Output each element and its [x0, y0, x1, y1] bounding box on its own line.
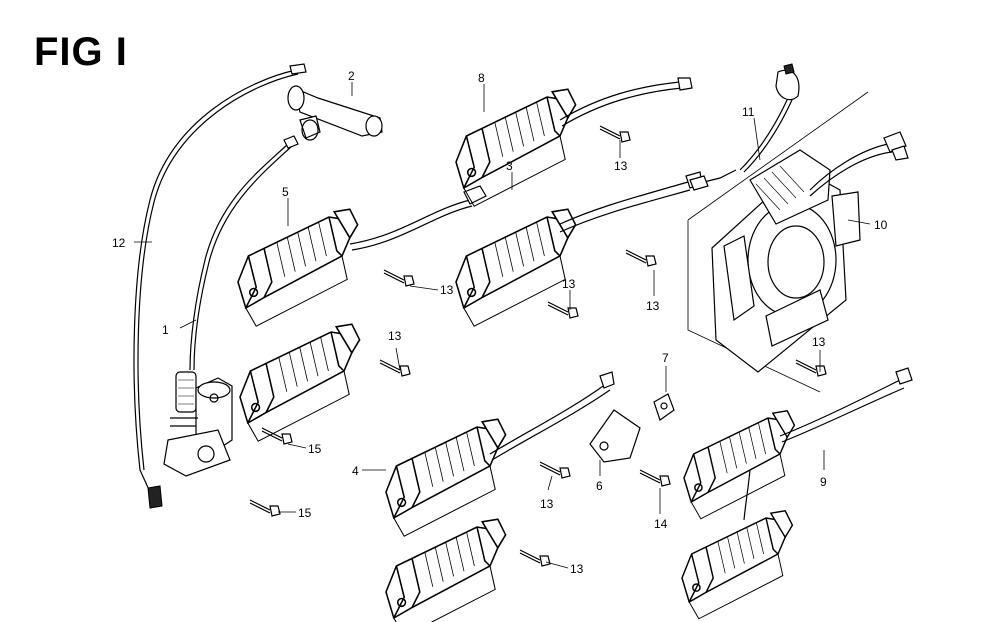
- callout-9: 9: [820, 475, 827, 489]
- callout-15-b: 15: [298, 506, 312, 520]
- callout-2: 2: [348, 69, 355, 83]
- coil-13-lower-left: [239, 323, 361, 442]
- callout-11: 11: [742, 105, 755, 119]
- coil-8: [455, 77, 693, 207]
- callout-12: 12: [112, 236, 126, 250]
- grommet-7: [653, 393, 675, 421]
- callout-13-h: 13: [812, 335, 826, 349]
- callout-13-g: 13: [570, 562, 584, 576]
- high-tension-lead-1: [189, 135, 299, 371]
- callout-labels: 2 8 3 5 12 1 11 10 7 4 6 9 13 13 13 13 1…: [112, 69, 888, 576]
- callout-4: 4: [352, 464, 359, 478]
- ignition-coil-assembly: [163, 371, 233, 477]
- figure-title: FIG I: [34, 30, 128, 74]
- callout-8: 8: [478, 71, 485, 85]
- stator-plate-10: [687, 91, 909, 393]
- callout-15-a: 15: [308, 442, 322, 456]
- callout-13-f: 13: [540, 497, 554, 511]
- callout-13-b: 13: [440, 283, 454, 297]
- callout-13-d: 13: [646, 299, 660, 313]
- callout-14: 14: [654, 517, 668, 531]
- callout-5: 5: [282, 185, 289, 199]
- callout-13-a: 13: [614, 159, 628, 173]
- coil-13-bottom: [385, 518, 507, 622]
- callout-10: 10: [874, 218, 888, 232]
- coil-4: [385, 371, 615, 537]
- coil-9-upper: [683, 367, 913, 520]
- coil-5: [237, 185, 487, 327]
- lead-wire-11: [689, 63, 800, 191]
- spark-plug-cap-2: [287, 85, 383, 141]
- bracket-6: [589, 409, 641, 463]
- leader-lines: [134, 82, 871, 569]
- ignition-cable-12: [133, 63, 307, 509]
- coil-3: [455, 171, 703, 327]
- coil-9-lower: [681, 469, 794, 620]
- callout-13-c: 13: [562, 277, 576, 291]
- callout-6: 6: [596, 479, 603, 493]
- callout-7: 7: [662, 351, 669, 365]
- callout-1: 1: [162, 323, 169, 337]
- callout-13-e: 13: [388, 329, 402, 343]
- callout-3: 3: [506, 159, 513, 173]
